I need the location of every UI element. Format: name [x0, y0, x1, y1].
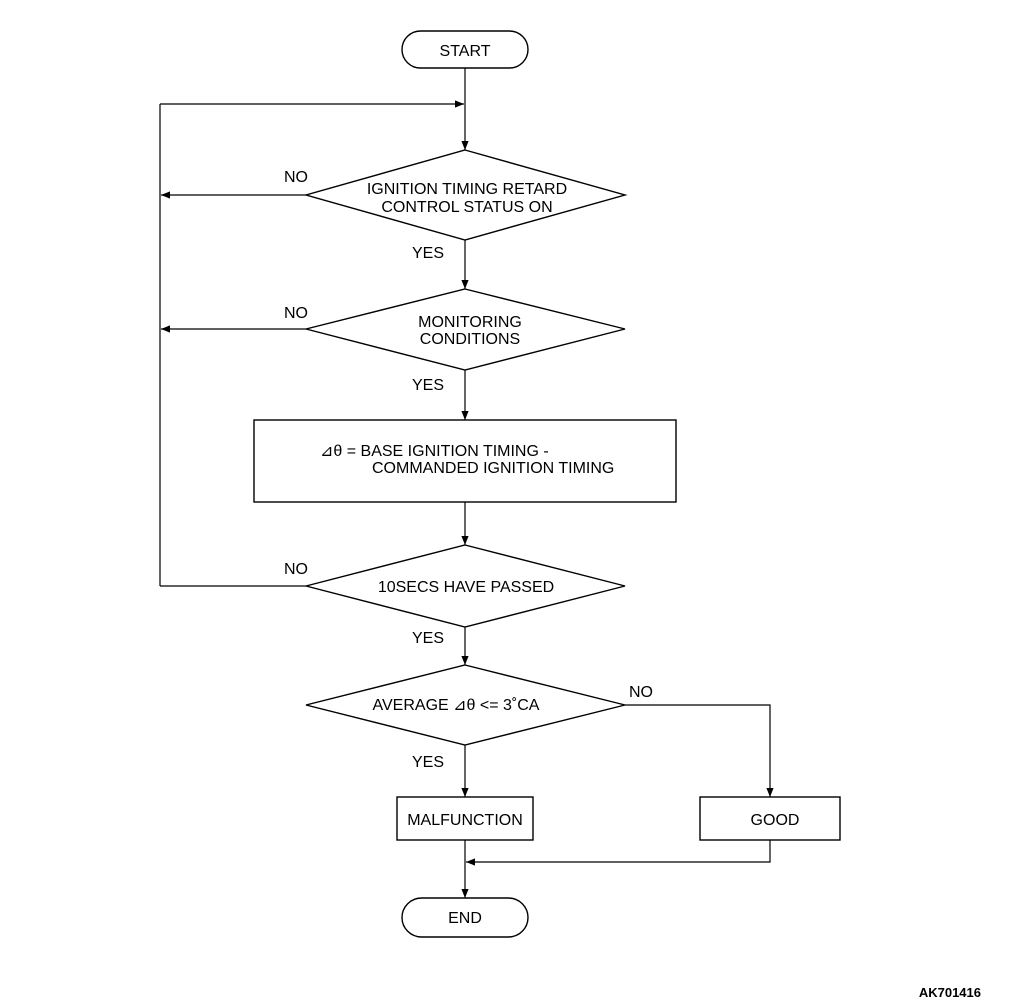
label-no-average: NO	[629, 684, 653, 701]
label-yes-10secs: YES	[412, 630, 444, 647]
good-box	[699, 796, 841, 841]
decision-monitoring-line1: MONITORING	[418, 314, 522, 331]
malfunction-box	[396, 796, 534, 841]
decision-10secs	[305, 544, 626, 628]
connector-good-to-end	[466, 840, 771, 866]
decision-monitoring-conditions	[305, 288, 626, 371]
decision-retard-line2: CONTROL STATUS ON	[381, 199, 552, 216]
decision-average-delta-theta	[305, 664, 626, 746]
process-delta-theta	[253, 419, 677, 503]
label-yes-average: YES	[412, 754, 444, 771]
connector-average-no	[625, 704, 774, 797]
figure-code: AK701416	[919, 985, 981, 1000]
label-yes-monitoring: YES	[412, 377, 444, 394]
decision-average-label: AVERAGE ⊿θ <= 3˚CA	[373, 697, 540, 714]
start-terminator	[401, 30, 529, 69]
label-yes-retard: YES	[412, 245, 444, 262]
label-no-retard: NO	[284, 169, 308, 186]
decision-retard-control	[303, 149, 628, 241]
end-terminator	[401, 897, 529, 938]
start-label: START	[440, 43, 491, 60]
good-label: GOOD	[751, 812, 800, 829]
decision-retard-line1: IGNITION TIMING RETARD	[367, 181, 567, 198]
label-no-10secs: NO	[284, 561, 308, 578]
decision-10secs-label: 10SECS HAVE PASSED	[378, 579, 554, 596]
process-delta-theta-line1: ⊿θ = BASE IGNITION TIMING -	[320, 443, 549, 460]
process-delta-theta-line2: COMMANDED IGNITION TIMING	[372, 460, 614, 477]
decision-monitoring-line2: CONDITIONS	[420, 331, 520, 348]
malfunction-label: MALFUNCTION	[407, 812, 523, 829]
label-no-monitoring: NO	[284, 305, 308, 322]
end-label: END	[448, 910, 482, 927]
